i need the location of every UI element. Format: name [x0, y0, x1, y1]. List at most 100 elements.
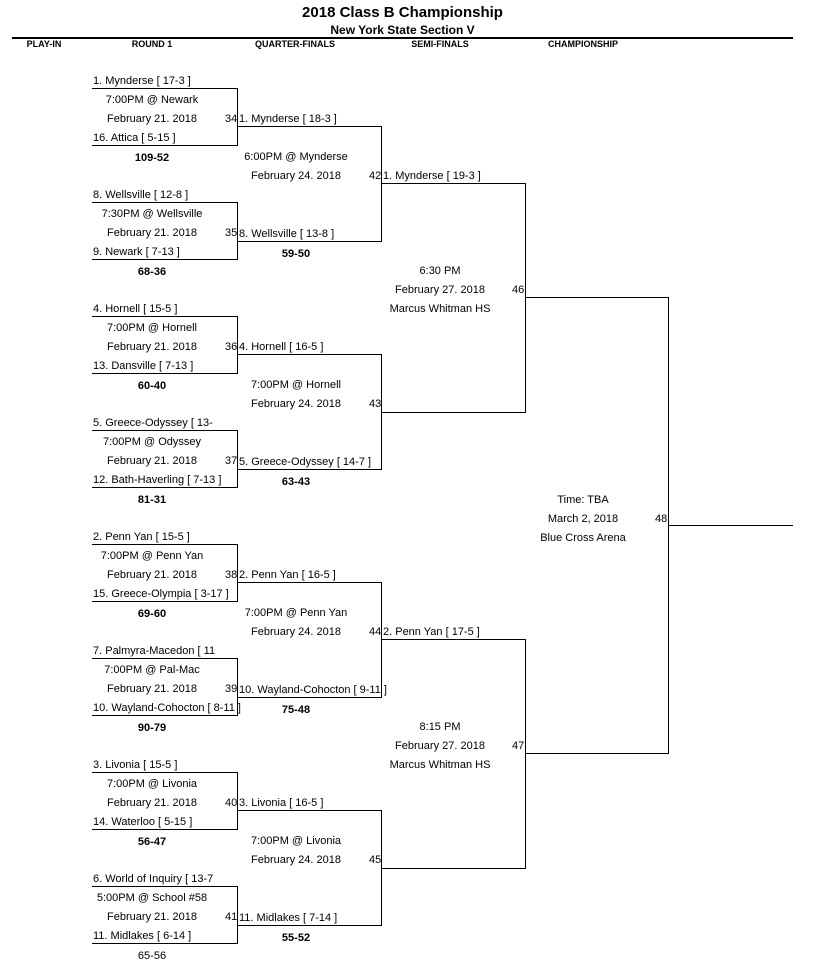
- team-name: 13. Dansville [ 7-13 ]: [93, 360, 194, 372]
- sf-line-top: [382, 639, 526, 640]
- qf-line-bottom: [238, 925, 382, 926]
- header-play-in: PLAY-IN: [26, 39, 62, 49]
- r1-connector: [237, 316, 238, 374]
- team-name: 5. Greece-Odyssey [ 14-7 ]: [239, 456, 372, 468]
- game-score: 59-50: [281, 248, 311, 260]
- game-score: 56-47: [137, 836, 167, 848]
- game-score: 90-79: [137, 722, 167, 734]
- game-score: 109-52: [134, 152, 170, 164]
- game-score: 69-60: [137, 608, 167, 620]
- r1-line-bottom: [92, 943, 238, 944]
- game-date: February 21. 2018: [107, 683, 197, 695]
- game-time: 7:00PM @ Hornell: [106, 322, 198, 334]
- game-number: 48: [655, 513, 668, 525]
- team-name: 3. Livonia [ 16-5 ]: [239, 797, 324, 809]
- team-name: 4. Hornell [ 16-5 ]: [239, 341, 324, 353]
- r1-connector: [237, 430, 238, 488]
- game-date: February 21. 2018: [107, 455, 197, 467]
- header-quarterfinals: QUARTER-FINALS: [255, 39, 335, 49]
- qf-line-bottom: [238, 469, 382, 470]
- r1-connector: [237, 772, 238, 830]
- game-number: 37: [225, 455, 238, 467]
- qf-line-bottom: [238, 697, 382, 698]
- game-score: 68-36: [137, 266, 167, 278]
- game-date: February 21. 2018: [107, 341, 197, 353]
- game-time: 7:00PM @ Livonia: [106, 778, 198, 790]
- game-date: February 24. 2018: [251, 398, 341, 410]
- qf-line-top: [238, 126, 382, 127]
- r1-connector: [237, 202, 238, 260]
- game-number: 41: [225, 911, 238, 923]
- sf-connector: [525, 183, 526, 413]
- sf-connector: [525, 639, 526, 869]
- team-name: 5. Greece-Odyssey [ 13-: [93, 417, 213, 429]
- r1-line-top: [92, 430, 238, 431]
- r1-line-top: [92, 88, 238, 89]
- game-number: 34: [225, 113, 238, 125]
- team-name: 9. Newark [ 7-13 ]: [93, 246, 180, 258]
- game-time: 7:00PM @ Pal-Mac: [104, 664, 200, 676]
- team-name: 1. Mynderse [ 17-3 ]: [93, 75, 191, 87]
- game-number: 36: [225, 341, 238, 353]
- r1-line-bottom: [92, 829, 238, 830]
- sf-line-bottom: [382, 868, 526, 869]
- game-time: 7:00PM @ Livonia: [250, 835, 342, 847]
- game-time: 6:00PM @ Mynderse: [244, 151, 348, 163]
- game-time: 5:00PM @ School #58: [96, 892, 208, 904]
- game-number: 44: [369, 626, 382, 638]
- team-name: 4. Hornell [ 15-5 ]: [93, 303, 178, 315]
- game-number: 39: [225, 683, 238, 695]
- team-name: 16. Attica [ 5-15 ]: [93, 132, 176, 144]
- game-score: 81-31: [137, 494, 167, 506]
- game-date: February 24. 2018: [251, 170, 341, 182]
- game-date: February 27. 2018: [395, 284, 485, 296]
- team-name: 3. Livonia [ 15-5 ]: [93, 759, 178, 771]
- page-title: 2018 Class B Championship: [302, 4, 503, 21]
- game-date: February 27. 2018: [395, 740, 485, 752]
- game-date: March 2, 2018: [547, 513, 619, 525]
- game-score: 65-56: [137, 950, 167, 962]
- game-time: 7:00PM @ Hornell: [250, 379, 342, 391]
- qf-line-top: [238, 582, 382, 583]
- qf-connector: [381, 126, 382, 242]
- game-number: 47: [512, 740, 525, 752]
- game-time: 7:30PM @ Wellsville: [101, 208, 203, 220]
- game-score: 60-40: [137, 380, 167, 392]
- game-number: 46: [512, 284, 525, 296]
- team-name: 6. World of Inquiry [ 13-7: [93, 873, 214, 885]
- game-date: February 21. 2018: [107, 797, 197, 809]
- game-time: 7:00PM @ Penn Yan: [100, 550, 204, 562]
- r1-line-bottom: [92, 601, 238, 602]
- final-line-top: [526, 297, 669, 298]
- r1-connector: [237, 658, 238, 716]
- qf-line-bottom: [238, 241, 382, 242]
- r1-connector: [237, 886, 238, 944]
- game-score: 55-52: [281, 932, 311, 944]
- qf-line-top: [238, 810, 382, 811]
- r1-line-bottom: [92, 259, 238, 260]
- r1-line-top: [92, 886, 238, 887]
- game-score: 75-48: [281, 704, 311, 716]
- final-line-bottom: [526, 753, 669, 754]
- r1-line-top: [92, 772, 238, 773]
- game-date: February 21. 2018: [107, 113, 197, 125]
- team-name: 7. Palmyra-Macedon [ 11: [93, 645, 216, 657]
- game-number: 35: [225, 227, 238, 239]
- game-date: February 24. 2018: [251, 854, 341, 866]
- team-name: 8. Wellsville [ 12-8 ]: [93, 189, 189, 201]
- team-name: 10. Wayland-Cohocton [ 8-11 ]: [93, 702, 241, 714]
- final-connector: [668, 297, 669, 754]
- qf-connector: [381, 354, 382, 470]
- game-time: 7:00PM @ Odyssey: [103, 436, 201, 448]
- team-name: 2. Penn Yan [ 16-5 ]: [239, 569, 336, 581]
- r1-connector: [237, 88, 238, 146]
- sf-line-bottom: [382, 412, 526, 413]
- game-date: February 21. 2018: [107, 227, 197, 239]
- team-name: 8. Wellsville [ 13-8 ]: [239, 228, 335, 240]
- r1-line-bottom: [92, 715, 238, 716]
- sf-line-top: [382, 183, 526, 184]
- team-name: 1. Mynderse [ 19-3 ]: [383, 170, 481, 182]
- game-time: 7:00PM @ Penn Yan: [244, 607, 348, 619]
- team-name: 14. Waterloo [ 5-15 ]: [93, 816, 193, 828]
- game-venue: Marcus Whitman HS: [389, 303, 491, 315]
